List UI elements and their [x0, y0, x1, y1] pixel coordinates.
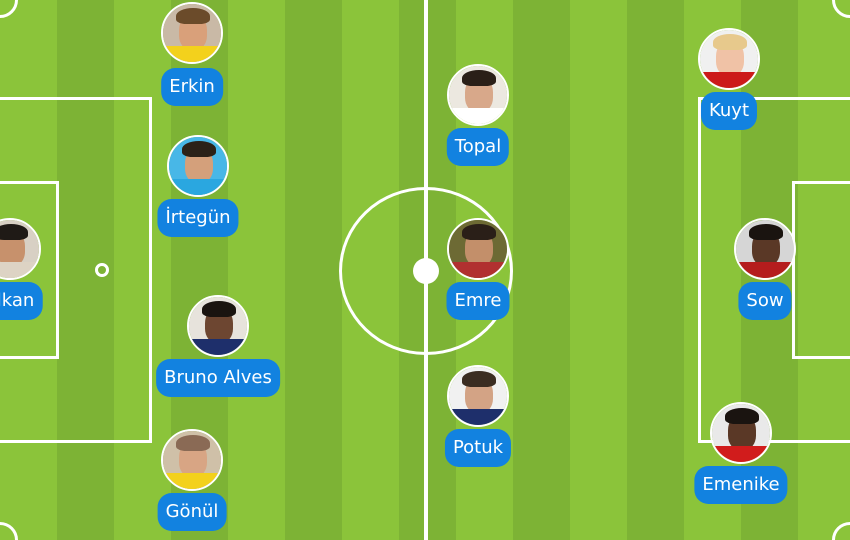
player-photo: [167, 135, 229, 197]
player-photo: [187, 295, 249, 357]
player-name: Potuk: [444, 429, 512, 467]
player-name: İrtegün: [157, 199, 239, 237]
player-irtegun[interactable]: İrtegün: [153, 135, 243, 240]
player-photo: [161, 429, 223, 491]
player-potuk[interactable]: Potuk: [438, 365, 518, 470]
player-photo: [447, 218, 509, 280]
player-photo: [447, 365, 509, 427]
left-penalty-spot: [95, 263, 109, 277]
player-photo: [734, 218, 796, 280]
center-circle: [339, 187, 513, 355]
player-name: Emenike: [694, 466, 788, 504]
player-bruno-alves[interactable]: Bruno Alves: [156, 295, 280, 400]
player-name: Bruno Alves: [156, 359, 280, 397]
player-name: Emre: [446, 282, 510, 320]
corner-arc-bottom-left: [0, 522, 18, 540]
player-sow[interactable]: Sow: [725, 218, 805, 323]
player-gonul[interactable]: Gönül: [152, 429, 232, 534]
player-emre[interactable]: Emre: [438, 218, 518, 323]
player-volkan[interactable]: olkan: [0, 218, 50, 323]
corner-arc-top-left: [0, 0, 18, 18]
player-emenike[interactable]: Emenike: [691, 402, 791, 507]
corner-arc-bottom-right: [832, 522, 850, 540]
player-name: Erkin: [161, 68, 223, 106]
player-photo: [710, 402, 772, 464]
corner-arc-top-right: [832, 0, 850, 18]
right-penalty-area: [698, 97, 850, 443]
player-name: Topal: [446, 128, 510, 166]
player-photo: [161, 2, 223, 64]
player-topal[interactable]: Topal: [438, 64, 518, 169]
player-name: Sow: [738, 282, 792, 320]
player-name: olkan: [0, 282, 43, 320]
player-erkin[interactable]: Erkin: [152, 2, 232, 107]
player-photo: [447, 64, 509, 126]
player-photo: [698, 28, 760, 90]
player-name: Kuyt: [700, 92, 758, 130]
player-photo: [0, 218, 41, 280]
left-penalty-area: [0, 97, 152, 443]
player-name: Gönül: [157, 493, 227, 531]
left-goal-area: [0, 181, 59, 359]
center-spot: [413, 258, 439, 284]
player-kuyt[interactable]: Kuyt: [689, 28, 769, 133]
